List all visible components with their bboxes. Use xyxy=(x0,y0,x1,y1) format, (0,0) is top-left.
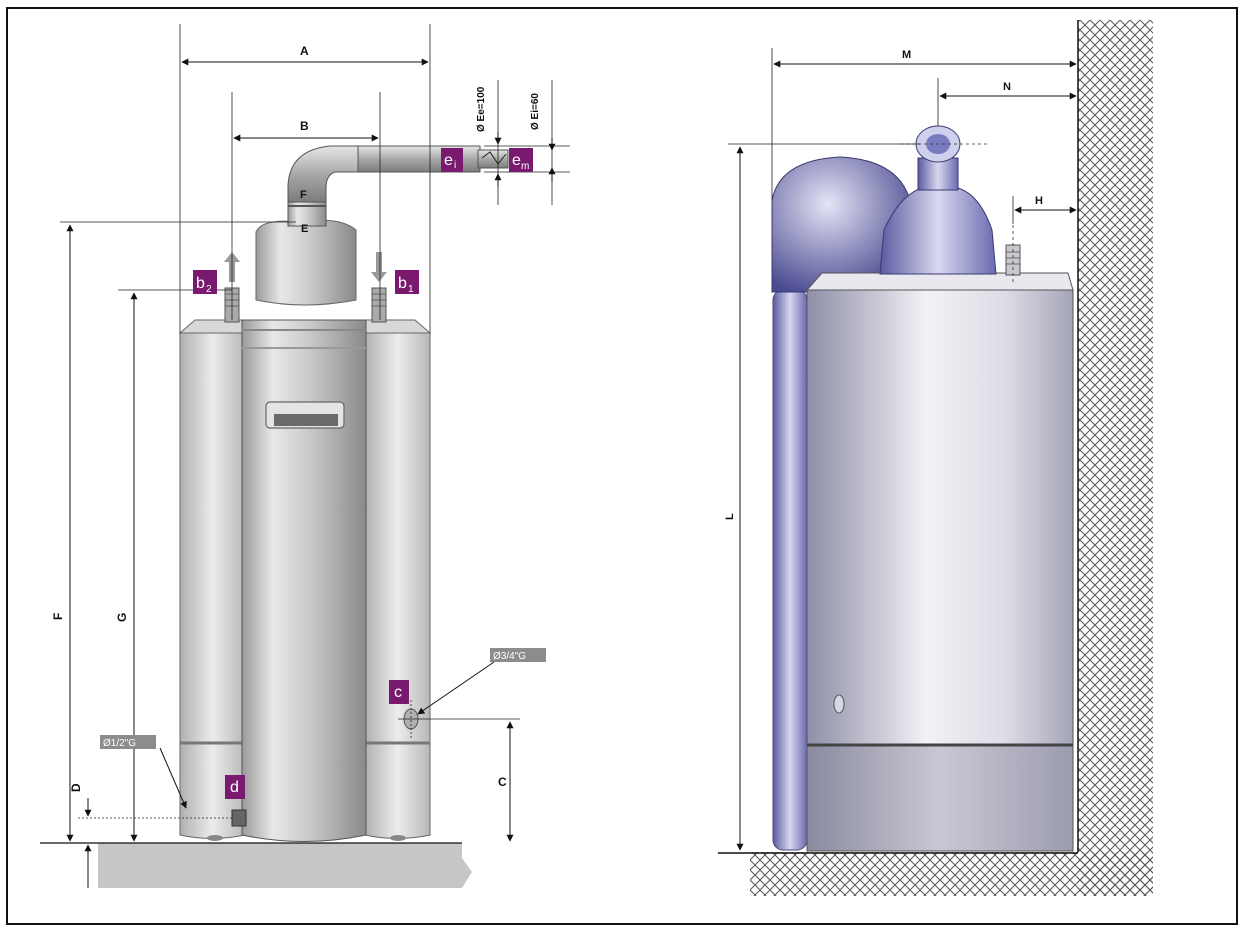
dim-n-label: N xyxy=(1003,81,1011,93)
flue-e-label: E xyxy=(301,223,308,235)
side-tank-body xyxy=(806,289,1074,746)
svg-text:1: 1 xyxy=(408,284,414,295)
tag-b1: b 1 xyxy=(395,270,419,295)
tag-ei: e i xyxy=(441,148,463,172)
flue-elbow xyxy=(287,145,361,203)
right-side-tank xyxy=(364,332,431,839)
ee-diameter-label: Ø Ee=100 xyxy=(476,86,487,132)
svg-text:Ø3/4"G: Ø3/4"G xyxy=(493,651,526,662)
tag-b2: b 2 xyxy=(193,270,217,295)
svg-text:i: i xyxy=(454,160,456,171)
dim-c-label: C xyxy=(498,775,507,789)
floor-hatch xyxy=(750,852,1153,896)
flue-f-label: F xyxy=(300,189,307,201)
ei-diameter-label: Ø Ei=60 xyxy=(530,93,541,130)
svg-text:2: 2 xyxy=(206,284,212,295)
side-view: M N H L xyxy=(718,20,1153,896)
dim-b-label: B xyxy=(300,119,309,133)
draft-hood xyxy=(255,219,357,306)
svg-text:c: c xyxy=(394,684,402,701)
size-label-d: Ø1/2"G xyxy=(100,735,187,809)
side-pipe xyxy=(772,289,808,851)
b1-fitting xyxy=(371,287,387,323)
dim-f-label: F xyxy=(51,613,65,620)
wall-hatch xyxy=(1078,20,1153,896)
dim-g-label: G xyxy=(115,613,129,622)
front-view: A B Ø Ee=100 Ø Ei=60 F E F G D xyxy=(40,24,570,888)
left-side-tank xyxy=(179,332,246,839)
svg-text:d: d xyxy=(230,779,239,796)
svg-text:e: e xyxy=(444,152,453,169)
b1-inflow-arrow xyxy=(371,252,387,282)
tag-c: c xyxy=(389,680,409,704)
dim-h-label: H xyxy=(1035,195,1043,207)
svg-text:e: e xyxy=(512,152,521,169)
dim-a-label: A xyxy=(300,44,309,58)
tag-d: d xyxy=(225,775,245,799)
svg-text:b: b xyxy=(398,275,407,292)
drawing-frame xyxy=(6,7,1238,925)
svg-text:m: m xyxy=(521,161,529,172)
svg-text:b: b xyxy=(196,275,205,292)
d-fitting xyxy=(231,809,247,827)
dim-d-label: D xyxy=(69,783,83,792)
floor-slab xyxy=(98,843,472,888)
side-tank-base xyxy=(806,744,1074,852)
svg-text:Ø1/2"G: Ø1/2"G xyxy=(103,738,136,749)
dim-m-label: M xyxy=(902,49,911,61)
size-label-c: Ø3/4"G xyxy=(417,648,546,715)
tag-em: e m xyxy=(509,148,533,172)
dim-l-label: L xyxy=(724,513,736,520)
main-tank-body xyxy=(241,319,367,842)
